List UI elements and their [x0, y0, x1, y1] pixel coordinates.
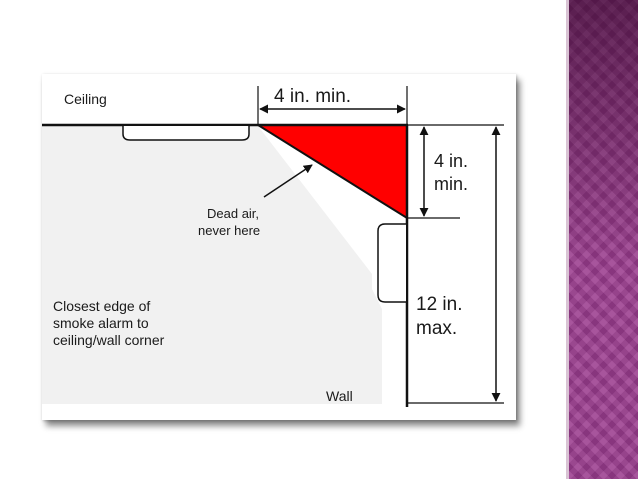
side-band-edge	[566, 0, 569, 479]
decorative-side-band	[569, 0, 638, 479]
dead-air-pointer-arrow	[263, 164, 313, 198]
smoke-alarm-placement-diagram: 4 in. min. 4 in. min. 12 in. max. Ceilin…	[42, 74, 516, 420]
placement-note-line1: Closest edge of	[53, 298, 150, 314]
max-dimension-label-line1: 12 in.	[416, 294, 462, 315]
dead-air-label-line1: Dead air,	[207, 206, 259, 221]
max-dimension-label-line2: max.	[416, 318, 457, 339]
top-dimension-label: 4 in. min.	[274, 86, 351, 107]
wall-smoke-alarm	[377, 223, 406, 303]
wall-label: Wall	[326, 388, 353, 404]
diagram-canvas: 4 in. min. 4 in. min. 12 in. max. Ceilin…	[42, 86, 504, 407]
side-dimension-label-line1: 4 in.	[434, 151, 468, 171]
placement-note-line2: smoke alarm to	[53, 315, 149, 331]
ceiling-label: Ceiling	[64, 91, 107, 107]
background-shading	[42, 126, 382, 404]
placement-note-line3: ceiling/wall corner	[53, 332, 165, 348]
ceiling-smoke-alarm	[122, 126, 250, 141]
side-dimension-label-line2: min.	[434, 174, 468, 194]
dead-air-label-line2: never here	[198, 223, 260, 238]
